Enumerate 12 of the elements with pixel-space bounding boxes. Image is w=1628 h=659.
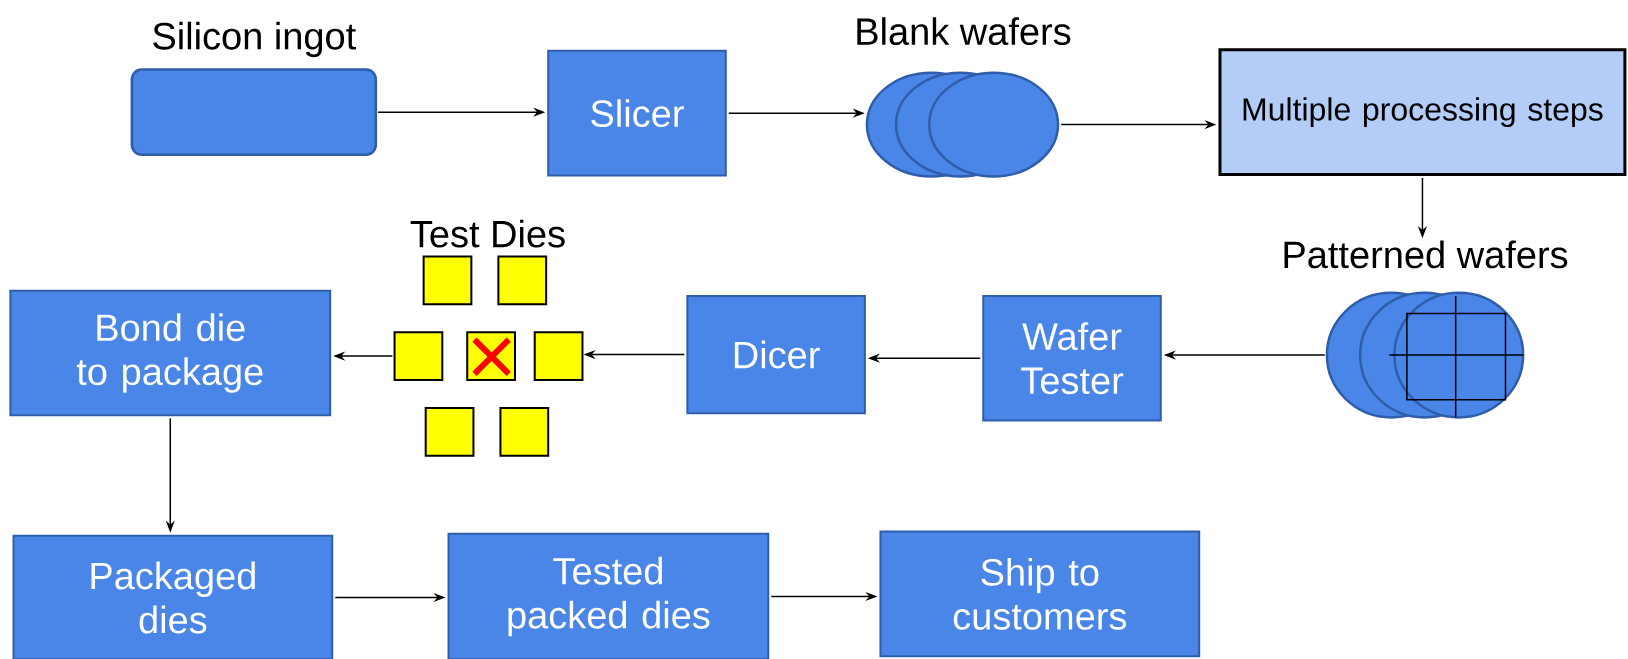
process-box: Tested packed dies (447, 532, 770, 659)
node-heading: Patterned wafers (1284, 240, 1568, 269)
process-box: Dicer (686, 294, 866, 415)
node-heading: Test Dies (410, 219, 565, 248)
process-box: Multiple processing steps (1218, 48, 1627, 176)
node-heading: Blank wafers (857, 17, 1071, 46)
node-heading: Silicon ingot (153, 21, 356, 58)
process-box: Slicer (547, 49, 727, 177)
process-box: Ship to customers (879, 530, 1201, 658)
process-box: Packaged dies (12, 534, 334, 659)
process-box: Bond die to package (9, 289, 332, 417)
process-box: Wafer Tester (982, 294, 1162, 422)
